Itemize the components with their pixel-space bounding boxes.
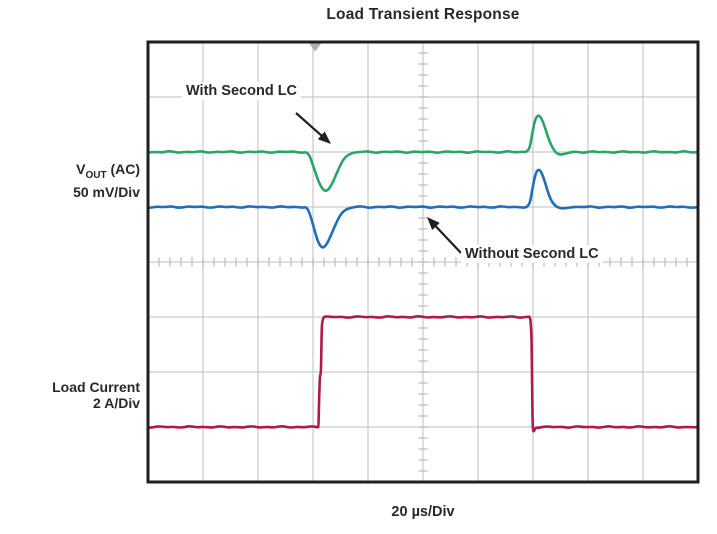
vout-axis-label-line2: 50 mV/Div <box>73 183 140 200</box>
vout-axis-label: VOUT (AC) 50 mV/Div <box>0 161 140 200</box>
vout-subscript: OUT <box>85 169 107 181</box>
trace-without-second-lc <box>146 168 700 249</box>
vout-axis-label-line1: VOUT (AC) <box>76 161 140 181</box>
trace-with-second-lc <box>146 114 700 193</box>
center-axis-ticks <box>147 41 699 483</box>
load-current-axis-label: Load Current 2 A/Div <box>0 379 140 411</box>
plot-border <box>146 40 700 484</box>
trigger-marker-icon <box>309 43 322 52</box>
annotation-with-second-lc: With Second LC <box>182 82 302 100</box>
load-current-axis-label-line1: Load Current <box>52 379 140 395</box>
time-axis-label: 20 µs/Div <box>391 504 455 520</box>
arrow-without-second-lc <box>427 217 462 254</box>
arrow-with-second-lc <box>295 112 331 144</box>
annotation-without-second-lc: Without Second LC <box>461 245 603 263</box>
trace-load-current <box>146 315 700 433</box>
chart-title: Load Transient Response <box>326 6 520 23</box>
load-current-axis-label-line2: 2 A/Div <box>93 394 140 411</box>
